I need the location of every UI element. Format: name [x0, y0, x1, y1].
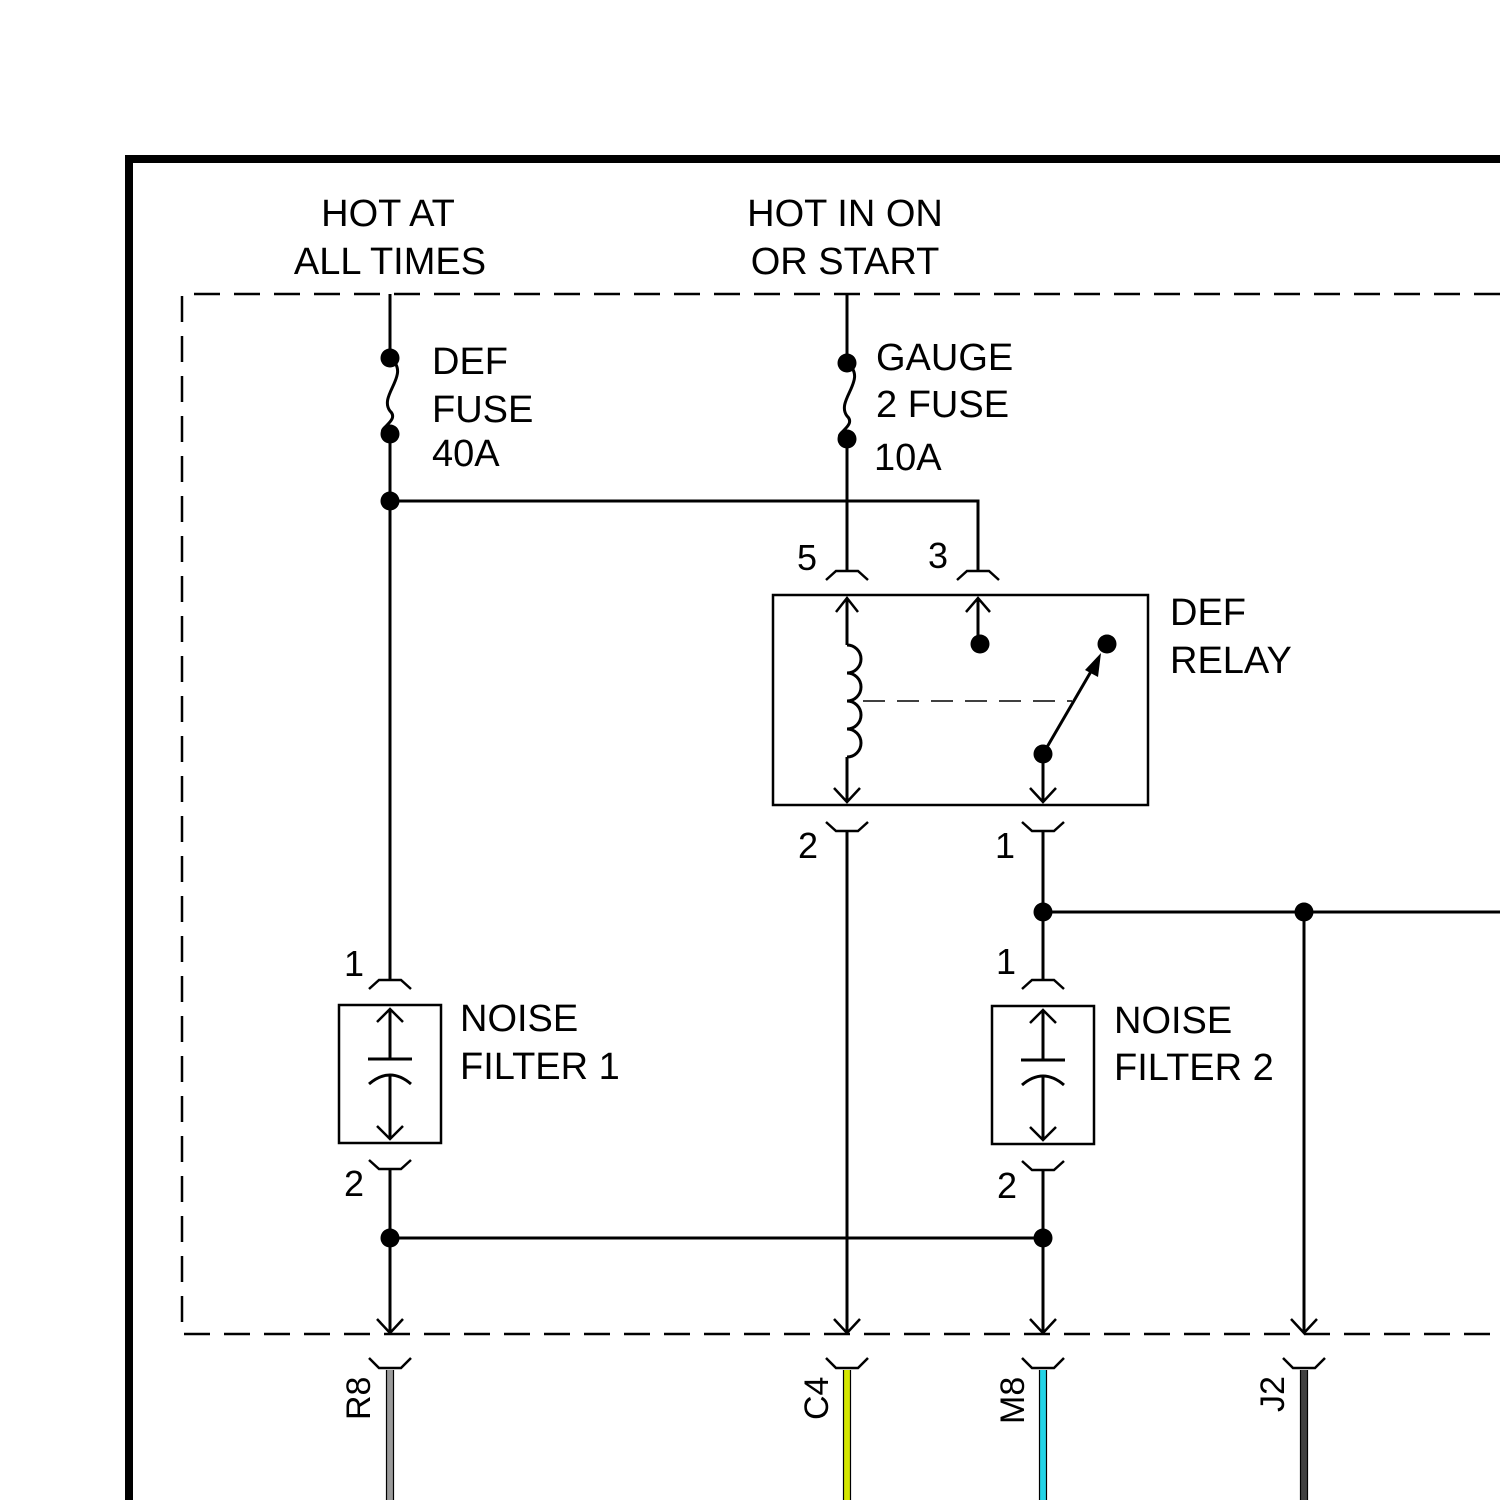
fuse-label-line1: DEF	[432, 341, 508, 383]
filter-label-line2: FILTER 2	[1114, 1047, 1274, 1089]
relay-pin-3-label: 3	[928, 535, 948, 576]
relay-label-line2: RELAY	[1170, 640, 1292, 682]
connector-label: M8	[994, 1377, 1032, 1424]
fuse-rating: 40A	[432, 433, 500, 475]
source-hot-in-on-or-start: HOT IN ON OR START	[747, 193, 943, 283]
source-hot-at-all-times: HOT AT ALL TIMES	[294, 193, 486, 283]
fuse-label-line2: FUSE	[432, 389, 533, 431]
filter-pin-label: 1	[344, 943, 364, 984]
connector-m8: M8	[994, 1358, 1064, 1500]
filter-pin-label: 2	[997, 1165, 1017, 1206]
splice-def-to-relay-pin3	[381, 492, 979, 572]
connector-r8: R8	[340, 1358, 411, 1500]
filter-ground-bus	[377, 1169, 1056, 1333]
source-label-line2: OR START	[751, 241, 940, 283]
connector-j2: J2	[1254, 1358, 1325, 1500]
relay-label-line1: DEF	[1170, 592, 1246, 634]
filter-pin-label: 2	[344, 1163, 364, 1204]
noise-filter-2: 1 2 NOISE FILTER 2	[992, 941, 1274, 1206]
filter-label-line1: NOISE	[460, 998, 578, 1040]
filter-label-line1: NOISE	[1114, 1000, 1232, 1042]
connector-c4: C4	[798, 1358, 868, 1500]
def-fuse: DEF FUSE 40A	[381, 294, 534, 980]
def-relay: 5 3 2 1 DEF RELAY	[773, 535, 1292, 866]
relay-pin-1-label: 1	[995, 825, 1015, 866]
connector-label: J2	[1254, 1376, 1292, 1412]
relay-pin-2-label: 2	[798, 825, 818, 866]
fuse-label-line1: GAUGE	[876, 337, 1013, 379]
fuse-label-line2: 2 FUSE	[876, 384, 1009, 426]
noise-filter-1: 1 2 NOISE FILTER 1	[339, 943, 620, 1204]
source-label-line1: HOT AT	[321, 193, 455, 235]
source-label-line1: HOT IN ON	[747, 193, 943, 235]
filter-pin-label: 1	[996, 941, 1016, 982]
component-boundary	[182, 294, 1500, 1334]
connector-label: C4	[798, 1377, 836, 1420]
filter-label-line2: FILTER 1	[460, 1046, 620, 1088]
relay-pin-5-label: 5	[797, 537, 817, 578]
source-label-line2: ALL TIMES	[294, 241, 486, 283]
connector-label: R8	[340, 1377, 378, 1420]
gauge-2-fuse: GAUGE 2 FUSE 10A	[838, 294, 1014, 571]
relay-body	[773, 595, 1148, 805]
fuse-rating: 10A	[874, 437, 942, 479]
